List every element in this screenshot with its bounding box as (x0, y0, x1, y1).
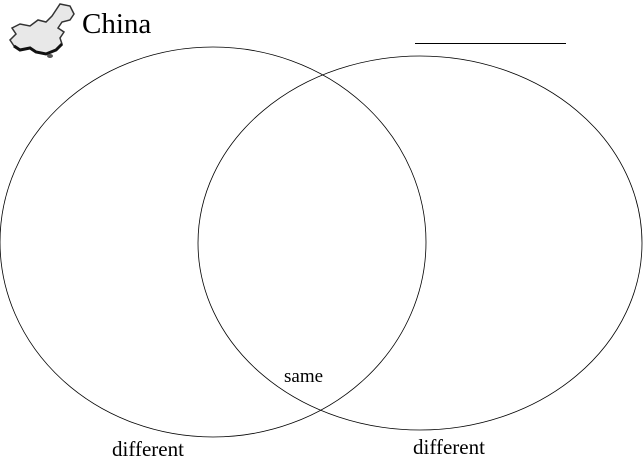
label-same: same (284, 366, 324, 387)
name-blank-line (415, 43, 566, 44)
label-different-right: different (413, 435, 485, 459)
china-map-icon (9, 3, 75, 58)
label-different-left: different (112, 437, 184, 461)
left-circle (0, 46, 427, 438)
right-circle (197, 55, 643, 431)
page-title: China (82, 8, 152, 40)
